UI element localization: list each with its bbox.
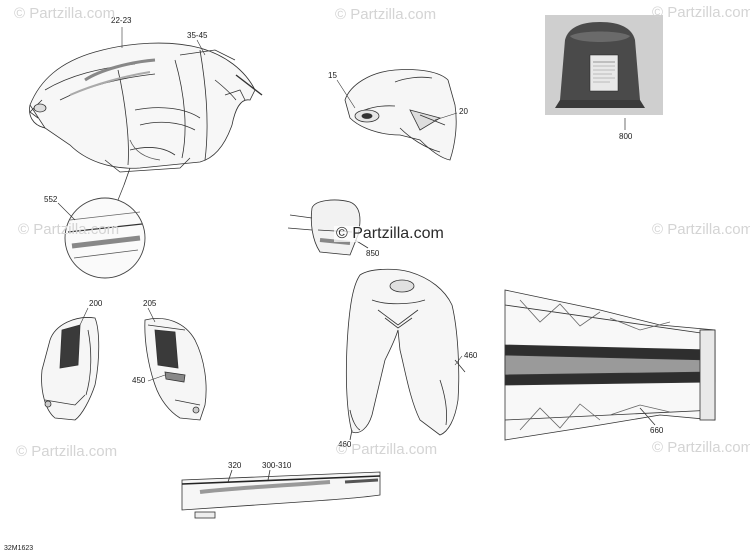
watermark-mid-right: © Partzilla.com (652, 221, 750, 238)
callout-200: 200 (89, 299, 103, 308)
callout-552: 552 (44, 195, 58, 204)
front-nose-drawing (344, 69, 457, 161)
product-photo-800 (545, 15, 663, 115)
callout-460-bottom: 460 (338, 440, 352, 449)
watermark-mid-left: © Partzilla.com (18, 221, 120, 238)
watermark-bottom-left: © Partzilla.com (16, 443, 118, 460)
center-front-panel-drawing (345, 268, 466, 441)
callout-800: 800 (619, 132, 633, 141)
left-side-panel-drawing (41, 317, 100, 421)
rail-decal-drawing (181, 469, 381, 519)
decal-552-magnifier (64, 184, 146, 279)
callout-850: 850 (366, 249, 380, 258)
callout-320: 320 (228, 461, 242, 470)
diagram-id: 32M1623 (4, 545, 34, 552)
right-side-panel-drawing (144, 318, 207, 421)
tunnel-drawing (504, 289, 716, 441)
callout-35-45: 35-45 (187, 31, 208, 40)
callout-205: 205 (143, 299, 157, 308)
callout-460-right: 460 (464, 351, 478, 360)
callout-22-23: 22-23 (111, 16, 132, 25)
leader-lines (57, 27, 463, 382)
hood-assembly-drawing (29, 42, 263, 186)
callout-660: 660 (650, 426, 664, 435)
watermark-bottom-center: © Partzilla.com (336, 441, 438, 458)
watermark-center: © Partzilla.com (334, 225, 446, 242)
callout-15: 15 (328, 71, 337, 80)
watermark-top-center: © Partzilla.com (335, 6, 437, 23)
callout-450: 450 (132, 376, 146, 385)
watermark-top-left: © Partzilla.com (14, 5, 116, 22)
watermark-bottom-right: © Partzilla.com (652, 439, 750, 456)
callout-20: 20 (459, 107, 468, 116)
callout-300-310: 300-310 (262, 461, 292, 470)
watermark-top-right: © Partzilla.com (652, 4, 750, 21)
